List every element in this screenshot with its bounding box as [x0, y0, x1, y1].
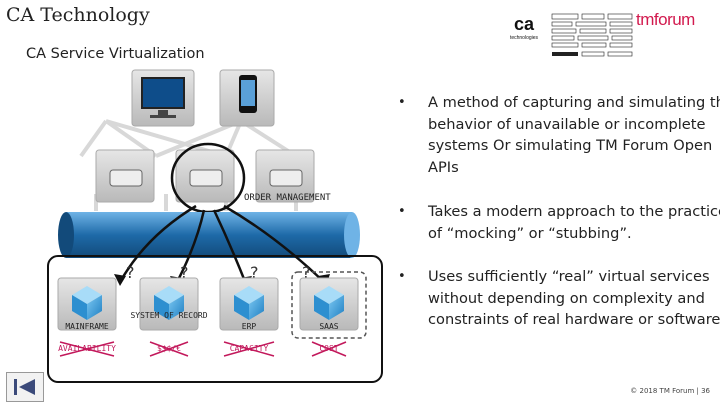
phone-device: [219, 69, 275, 127]
question-mark-2: ?: [180, 263, 189, 282]
system-mainframe: [57, 277, 117, 331]
bullet-item-3: • Uses sufficiently “real” virtual servi…: [398, 266, 720, 331]
footer-copyright: © 2018 TM Forum | 36: [630, 387, 710, 395]
question-mark-3: ?: [250, 263, 259, 282]
system-label-record: SYSTEM OF RECORD: [130, 311, 207, 320]
ca-logo-main: ca: [514, 14, 535, 34]
bullet-item-1: • A method of capturing and simulating t…: [398, 92, 720, 178]
bullet-dot-1: •: [398, 95, 406, 110]
bullet-text-3: Uses sufficiently “real” virtual service…: [428, 268, 720, 328]
page-title: CA Technology: [6, 4, 150, 26]
question-mark-1: ?: [126, 263, 135, 282]
bullet-dot-2: •: [398, 204, 406, 219]
bullet-text-2: Takes a modern approach to the practice …: [428, 203, 720, 242]
system-label-mainframe: MAINFRAME: [65, 322, 109, 331]
ca-logo-sub: technologies: [510, 35, 539, 41]
tmforum-logo: tmforum: [636, 10, 695, 30]
virtualization-diagram: ORDER MANAGEMENT ? ? ? ?: [46, 66, 388, 386]
tmforum-logo-suffix: forum: [653, 10, 695, 29]
system-label-saas: SAAS: [319, 322, 338, 331]
bullet-item-2: • Takes a modern approach to the practic…: [398, 201, 720, 244]
bullet-dot-3: •: [398, 269, 406, 284]
order-management-label: ORDER MANAGEMENT: [244, 193, 331, 203]
page-subtitle: CA Service Virtualization: [26, 46, 205, 62]
table-thumbnail: [550, 12, 634, 60]
ca-logo: ca technologies: [505, 14, 543, 42]
bullet-text-1: A method of capturing and simulating the…: [428, 94, 720, 176]
rewind-icon: [14, 379, 35, 395]
tmforum-logo-prefix: tm: [636, 10, 654, 29]
system-erp: [219, 277, 279, 331]
system-saas: [291, 271, 367, 339]
rewind-button[interactable]: [6, 372, 44, 402]
system-of-record: [139, 277, 199, 331]
system-label-erp: ERP: [242, 322, 257, 331]
monitor-device: [131, 69, 195, 127]
